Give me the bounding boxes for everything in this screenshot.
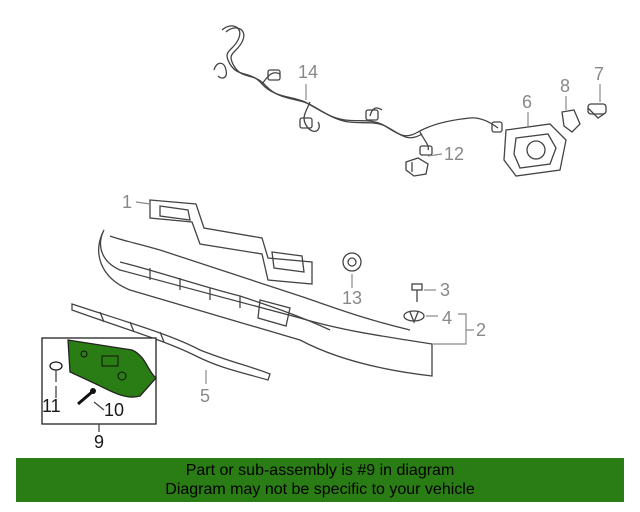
callout-2: 2 [476,320,486,340]
callout-8: 8 [560,76,570,96]
callout-3: 3 [440,280,450,300]
callout-7: 7 [594,64,604,84]
part-9-bracket-highlighted[interactable] [67,339,157,398]
part-14-wiring-harness[interactable] [213,25,503,156]
callout-6: 6 [522,92,532,112]
part-3-bolt[interactable] [411,283,423,302]
callout-12: 12 [444,144,464,164]
callout-11: 11 [42,396,61,416]
callout-1: 1 [122,192,132,212]
part-6-lamp-housing[interactable] [503,123,567,177]
part-13-grommet[interactable] [342,252,362,272]
callout-10: 10 [104,400,124,420]
part-5-lower-valance[interactable] [71,303,271,381]
callout-4: 4 [442,308,452,328]
part-4-retainer[interactable] [403,310,425,324]
part-1-license-bracket[interactable] [149,199,313,285]
info-banner: Part or sub-assembly is #9 in diagram Di… [16,458,624,502]
part-8-bracket[interactable] [561,109,581,133]
banner-line-2: Diagram may not be specific to your vehi… [165,481,475,498]
callout-9: 9 [94,432,104,452]
callout-13: 13 [342,288,362,308]
part-2-bumper-cover[interactable] [98,229,433,377]
part-12-connector[interactable] [405,157,429,177]
banner-line-1: Part or sub-assembly is #9 in diagram [185,462,455,479]
part-11-screw[interactable] [49,361,63,382]
callout-14: 14 [298,62,318,82]
callout-5: 5 [200,386,210,406]
part-10-bolt[interactable] [77,388,96,406]
part-7-clip[interactable] [587,103,607,119]
